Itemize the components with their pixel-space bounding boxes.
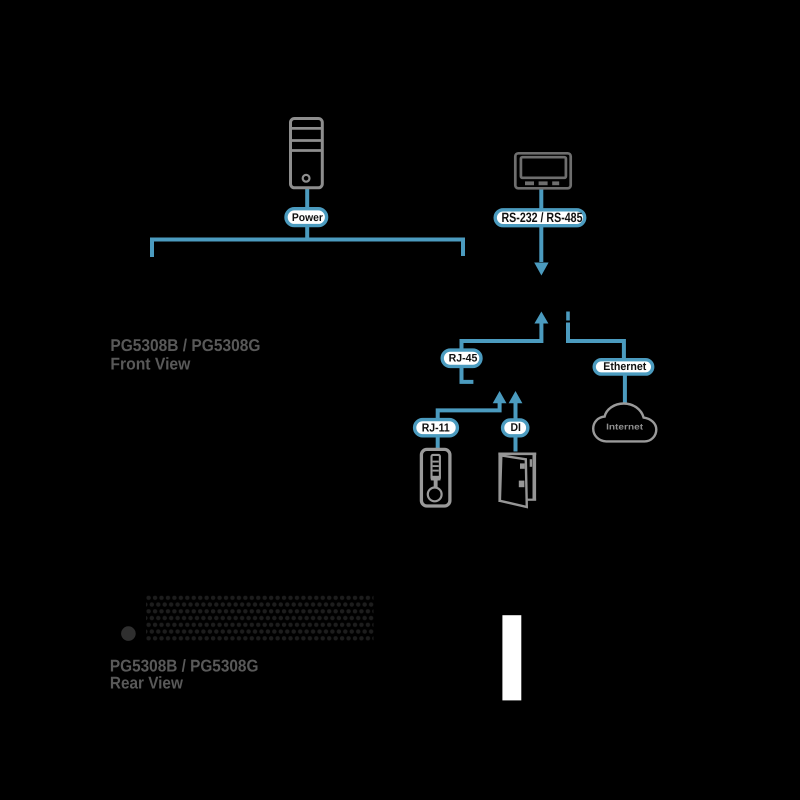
svg-text:Front View: Front View <box>110 354 191 373</box>
svg-text:PG5308B / PG5308G: PG5308B / PG5308G <box>110 336 260 355</box>
svg-text:Power: Power <box>292 212 324 224</box>
svg-text:RS-232 / RS-485: RS-232 / RS-485 <box>502 210 583 225</box>
svg-text:Internet: Internet <box>606 422 643 432</box>
svg-text:RJ-45: RJ-45 <box>449 353 478 365</box>
svg-text:RJ-11: RJ-11 <box>422 422 450 435</box>
svg-text:PG5308B / PG5308G: PG5308B / PG5308G <box>110 656 259 675</box>
svg-text:Ethernet: Ethernet <box>603 361 646 373</box>
svg-text:Rear View: Rear View <box>110 673 184 692</box>
svg-text:DI: DI <box>510 422 521 434</box>
